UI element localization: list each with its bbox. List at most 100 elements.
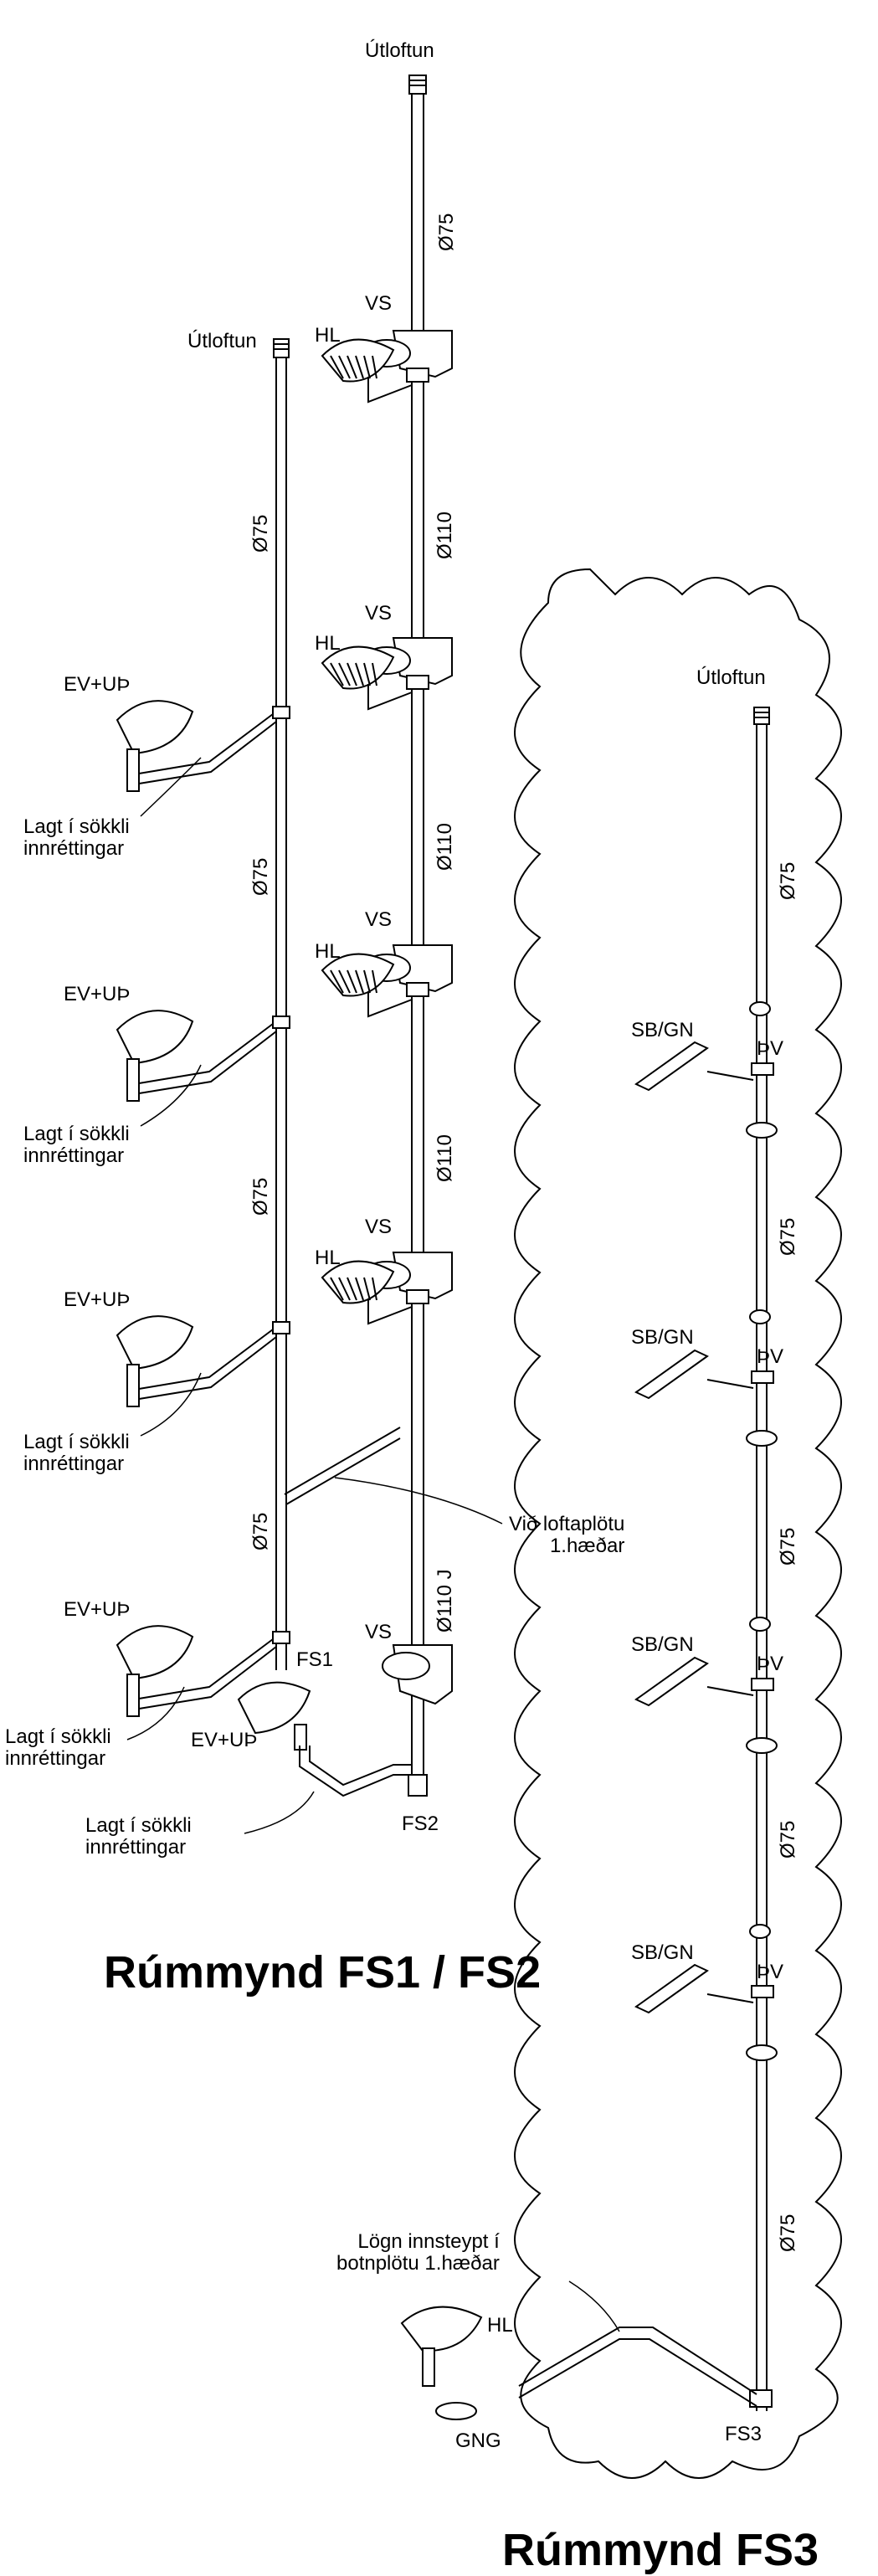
fs1-label: FS1: [296, 1648, 334, 1671]
pv-label-3: ÞV: [757, 1653, 784, 1675]
pipe-fitting: [408, 1774, 428, 1797]
vs-label-3: VS: [365, 908, 393, 931]
vent-valve-icon: [749, 1617, 771, 1632]
sink-trap-icon: [126, 1058, 140, 1102]
basin-hatch: [372, 969, 377, 994]
buried-note: Lögn innsteypt í botnplötu 1.hæðar: [336, 2230, 500, 2275]
left-seg-label-1: Ø75: [249, 514, 272, 553]
sink-icon: [116, 1315, 194, 1370]
pv-label-2: ÞV: [757, 1345, 784, 1368]
sink-icon: [116, 1625, 194, 1680]
gng-label: GNG: [455, 2429, 501, 2452]
basin-hatch: [338, 355, 351, 379]
socket-note-3: Lagt í sökkli innréttingar: [23, 1431, 130, 1476]
toilet-bowl-icon: [382, 1652, 430, 1680]
fixture-group-4: [321, 1252, 453, 1325]
basin-hatch: [363, 662, 371, 686]
floor-channel-icon: [634, 1349, 709, 1400]
basin-hatch: [372, 662, 377, 686]
ceiling-note: Við loftaplötu 1.hæðar: [509, 1513, 625, 1558]
fixture-group-5: [382, 1644, 453, 1797]
pipe-fitting: [272, 706, 290, 719]
trap-icon: [746, 2044, 778, 2061]
trap-icon: [746, 1122, 778, 1139]
trap-icon: [746, 1430, 778, 1447]
basin-hatch: [347, 662, 357, 686]
drain-pipe: [706, 1993, 754, 2003]
basin-hatch: [347, 969, 357, 994]
basin-hatch: [338, 969, 351, 994]
ev-branch-2: [116, 1010, 290, 1102]
sink-trap-icon: [126, 1674, 140, 1717]
basin-hatch: [330, 662, 344, 686]
hl-label-4: HL: [315, 1247, 341, 1269]
ev-branch-5: [237, 1681, 311, 1751]
vs-label-2: VS: [365, 602, 393, 625]
ev-label-3: EV+UÞ: [64, 1288, 131, 1311]
fs3-seg-label-2: Ø75: [777, 1217, 799, 1256]
floor-channel-icon: [634, 1041, 709, 1092]
trap-pipe: [367, 1298, 413, 1325]
trap-icon: [746, 1737, 778, 1754]
ev-branch-4: [116, 1625, 290, 1717]
ev-label-1: EV+UÞ: [64, 673, 131, 696]
branch-pipe: [133, 1646, 277, 1710]
ev-label-5: EV+UÞ: [191, 1729, 258, 1751]
pipe-fitting: [272, 1631, 290, 1644]
basin-hatch: [355, 662, 364, 686]
branch-pipe: [133, 711, 277, 775]
fixture-group-2: [321, 637, 453, 711]
trap-pipe: [367, 991, 413, 1018]
fs3-label: FS3: [725, 2423, 762, 2445]
fs3-hl-label: HL: [487, 2314, 513, 2337]
main-seg-label-3: Ø110: [434, 1134, 456, 1182]
fs3-drain-group-1: [634, 1001, 778, 1139]
trap-pipe: [367, 684, 413, 711]
sb-label-1: SB/GN: [631, 1019, 694, 1041]
sb-label-3: SB/GN: [631, 1633, 694, 1656]
vent-label-left: Útloftun: [187, 330, 257, 352]
ev-label-4: EV+UÞ: [64, 1598, 131, 1621]
basin-hatch: [338, 662, 351, 686]
left-stack-fs1: [273, 338, 290, 1670]
fs3-vent-label: Útloftun: [696, 666, 766, 689]
sink-icon: [116, 1010, 194, 1065]
vent-label-main: Útloftun: [365, 39, 434, 62]
revision-cloud: [514, 568, 842, 2479]
fs3-stack: [753, 707, 770, 2411]
basin-hatch: [372, 1277, 377, 1301]
pipe-fitting: [751, 1985, 774, 1998]
branch-pipe: [133, 1636, 277, 1700]
pipe-fitting: [406, 368, 429, 383]
trap-pipe: [367, 377, 413, 404]
branch-pipe: [133, 1336, 277, 1401]
pipe-fitting: [406, 1289, 429, 1304]
pv-label-1: ÞV: [757, 1037, 784, 1060]
basin-hatch: [355, 1277, 364, 1301]
ev-branch-3: [116, 1315, 290, 1407]
drain-pipe: [706, 1686, 754, 1696]
basin-hatch: [363, 1277, 371, 1301]
pipe-fitting: [272, 1321, 290, 1334]
fs3-seg-label-4: Ø75: [777, 1820, 799, 1859]
vent-valve-icon: [749, 1924, 771, 1939]
ev-branch-1: [116, 700, 290, 792]
left-seg-label-2: Ø75: [249, 857, 272, 896]
basin-hatch: [347, 355, 357, 379]
basin-hatch: [330, 969, 344, 994]
basin-hatch: [347, 1277, 357, 1301]
basin-hatch: [330, 355, 344, 379]
branch-pipe: [133, 1326, 277, 1391]
pipe-fitting: [751, 1678, 774, 1691]
main-seg-label-4: Ø110 J: [434, 1569, 456, 1632]
fs3-seg-label-1: Ø75: [777, 861, 799, 900]
basin-hatch: [363, 969, 371, 994]
fs3-seg-label-5: Ø75: [777, 2214, 799, 2252]
fixture-group-3: [321, 944, 453, 1018]
pipe-fitting: [751, 1370, 774, 1384]
pipe-fitting: [406, 982, 429, 997]
vent-valve-icon: [749, 1001, 771, 1016]
floor-channel-icon: [634, 1963, 709, 2014]
vs-label-1: VS: [365, 292, 393, 315]
branch-pipe: [133, 721, 277, 785]
